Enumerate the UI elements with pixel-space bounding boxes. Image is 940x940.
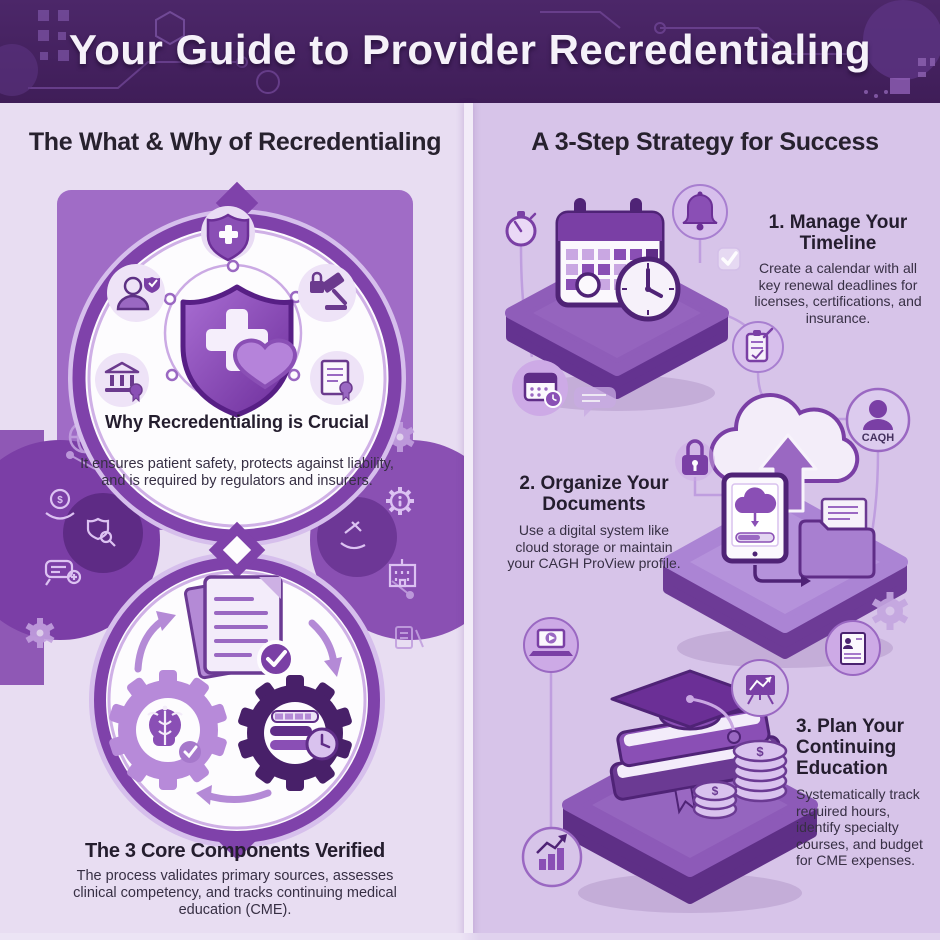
- coins-icon: $ $: [692, 739, 788, 820]
- caqh-person-icon: CAQH: [845, 387, 911, 453]
- step2-heading: 2. Organize Your Documents: [519, 473, 669, 515]
- header-circuit-decoration: [0, 0, 940, 98]
- hospital-icon: [388, 559, 417, 588]
- clock-icon: [615, 256, 681, 322]
- brain-caduceus-gear-icon: [109, 670, 227, 790]
- gavel-lock-icon: [298, 264, 356, 322]
- gear-icon: [871, 592, 909, 630]
- document-pen-icon: [395, 626, 424, 649]
- left-panel-title: The What & Why of Recredentialing: [28, 128, 442, 156]
- right-scene: CAQH: [505, 184, 911, 913]
- info-gear-icon: [386, 487, 414, 515]
- right-panel-title: A 3-Step Strategy for Success: [531, 128, 879, 156]
- gear-icon: [25, 618, 55, 648]
- medical-chat-icon: [44, 559, 82, 586]
- hands-dollar-icon: $: [45, 488, 75, 520]
- presentation-chart-icon: [731, 659, 789, 717]
- page-title: Your Guide to Provider Recredentialing: [68, 26, 872, 73]
- bar-chart-icon: [521, 826, 583, 888]
- resume-icon: [825, 620, 881, 676]
- checkbox-icon: [717, 247, 741, 271]
- lock-icon: [675, 439, 715, 481]
- folder-icon: [798, 497, 876, 579]
- caqh-badge-label: CAQH: [862, 432, 894, 444]
- footer-strip: [0, 933, 940, 940]
- header-banner: Your Guide to Provider Recredentialing: [0, 0, 940, 103]
- graduation-books-icon: [609, 669, 784, 815]
- svg-text:$: $: [756, 744, 764, 759]
- tablet-icon: [721, 472, 811, 587]
- column-divider: [464, 103, 473, 940]
- circuit-dots-decoration: [66, 451, 414, 599]
- why-crucial-body: It ensures patient safety, protects agai…: [80, 456, 394, 489]
- svg-text:$: $: [57, 495, 63, 506]
- speech-bubble-icon: [574, 387, 616, 417]
- clipboard-icon: [732, 321, 784, 373]
- step2-body: Use a digital system like cloud storage …: [507, 522, 681, 571]
- pixel-squares-decoration: [38, 10, 69, 61]
- step1-heading: 1. Manage Your Timeline: [768, 212, 908, 254]
- central-shield-heart-icon: [180, 284, 298, 418]
- cycle-arrows-icon: [134, 611, 342, 805]
- stopwatch-icon: [505, 211, 537, 247]
- shield-magnifier-icon: [86, 517, 116, 547]
- step1-body: Create a calendar with all key renewal d…: [754, 260, 922, 326]
- mini-calendar-icon: [512, 360, 568, 416]
- shield-cross-icon: [201, 206, 255, 262]
- laptop-video-icon: [523, 617, 579, 673]
- progress-clock-gear-icon: [238, 675, 352, 791]
- left-scene: $: [0, 181, 470, 860]
- step3-heading: 3. Plan Your Continuing Education: [796, 716, 905, 779]
- orbit-nodes: [163, 259, 303, 382]
- svg-text:$: $: [712, 784, 719, 798]
- bank-icon: [95, 353, 149, 407]
- step3-body: Systematically track required hours, ide…: [796, 786, 923, 868]
- why-crucial-heading: Why Recredentialing is Crucial: [104, 412, 370, 432]
- core-components-heading: The 3 Core Components Verified: [85, 840, 385, 862]
- hand-tools-icon: [340, 521, 366, 550]
- certificate-icon: [310, 351, 364, 405]
- documents-check-icon: [184, 575, 295, 680]
- core-components-body: The process validates primary sources, a…: [73, 868, 397, 918]
- doctor-icon: [107, 264, 165, 322]
- heart-icon: [232, 338, 298, 390]
- bell-icon: [672, 184, 728, 240]
